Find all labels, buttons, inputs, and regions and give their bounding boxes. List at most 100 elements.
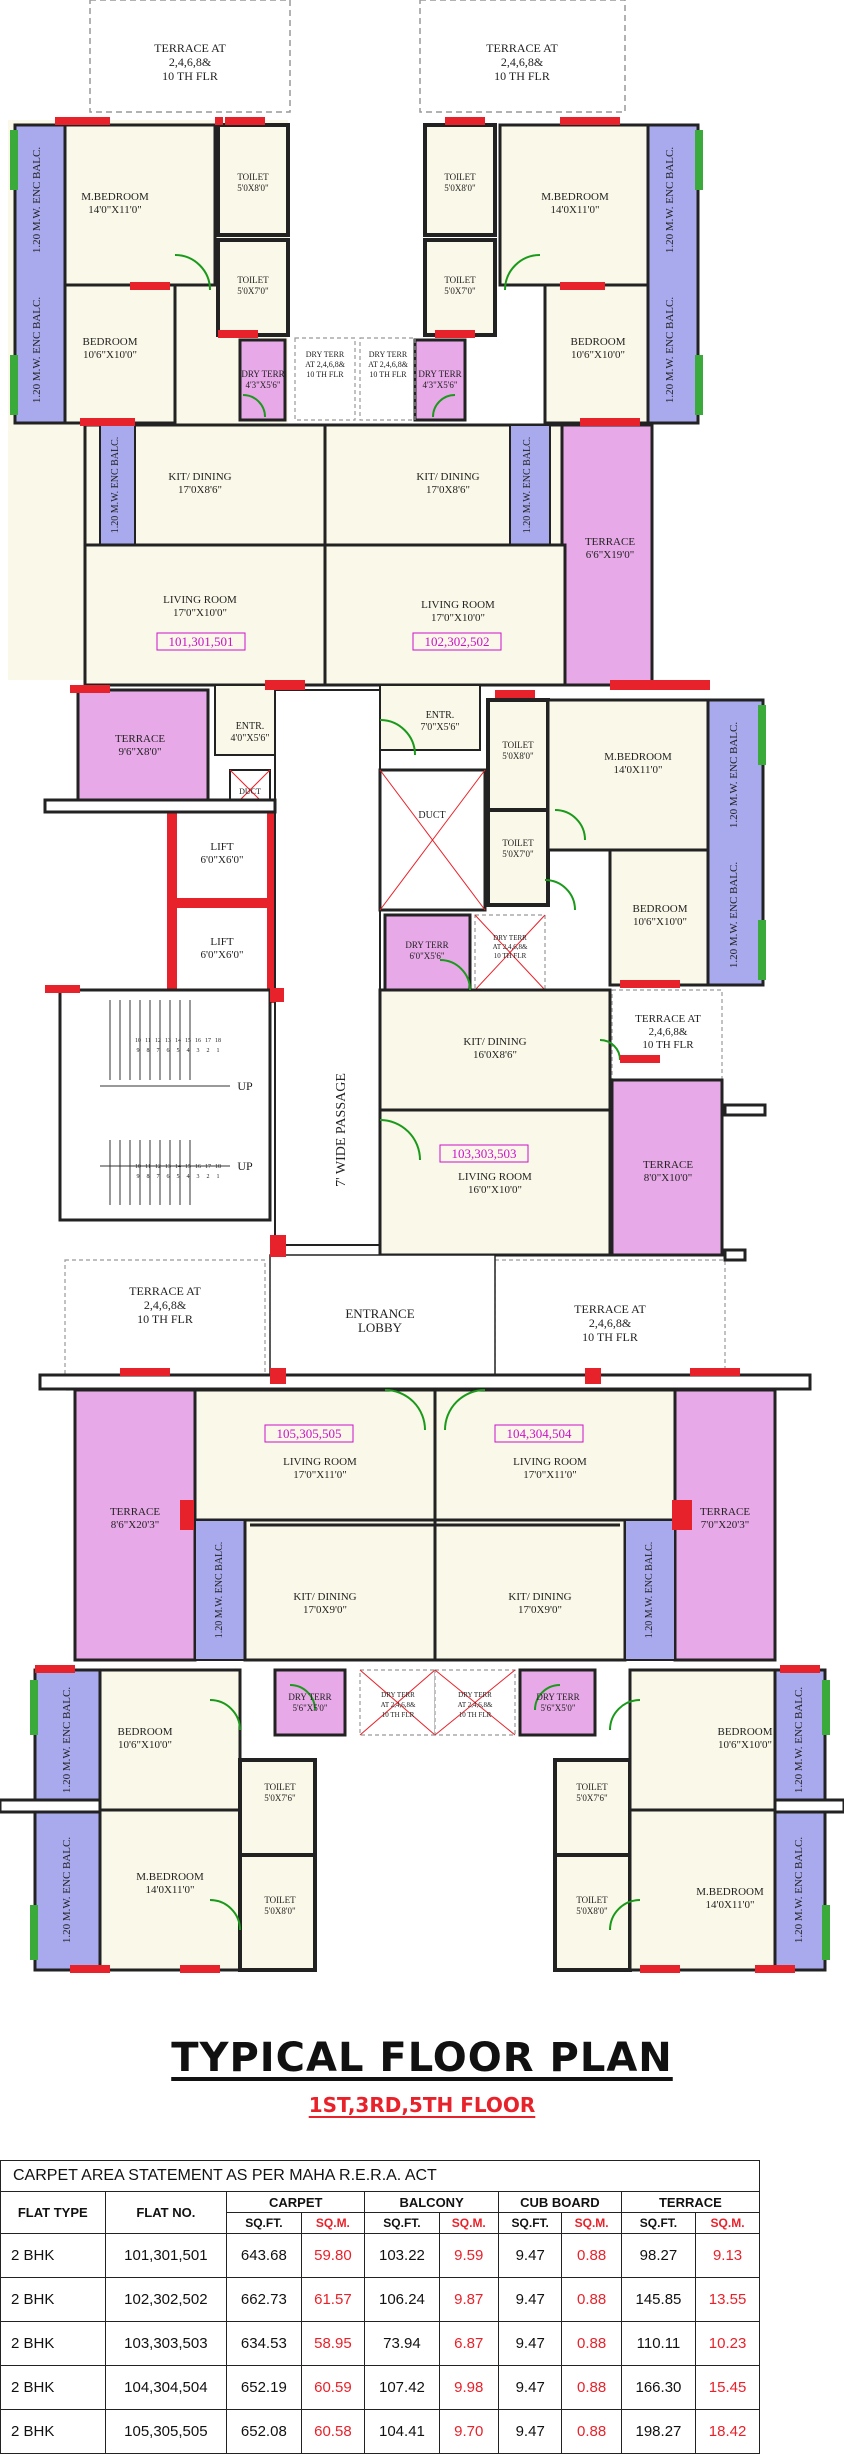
col-cub-board: CUB BOARD	[497, 2191, 622, 2213]
svg-text:10 TH FLR: 10 TH FLR	[642, 1039, 694, 1051]
svg-text:3: 3	[197, 1174, 200, 1180]
flat-105-toilet2-label: TOILET	[264, 1895, 296, 1905]
entr-right-dim: 7'0"X5'6"	[421, 722, 460, 733]
terrace-upper-right-label: TERRACE AT 2,4,6,8& 10 TH FLR	[486, 41, 558, 83]
svg-text:17: 17	[205, 1164, 211, 1170]
stair-treads	[100, 1000, 230, 1205]
svg-text:15: 15	[185, 1038, 191, 1044]
flat-101-dryterr-dim: 4'3"X5'6"	[245, 380, 280, 390]
lift-2-dim: 6'0"X6'0"	[201, 949, 244, 961]
flat-102-entr	[379, 684, 481, 751]
svg-text:10 TH FLR: 10 TH FLR	[494, 69, 550, 83]
flat-101-number: 101,301,501	[169, 634, 234, 649]
flat-104-kit-dim: 17'0X9'0"	[518, 1604, 562, 1616]
flat-103-kit-dim: 16'0X8'6"	[473, 1049, 517, 1061]
flat-105-living	[193, 1388, 437, 1522]
flat-101-dryterr-label: DRY TERR	[241, 369, 284, 379]
flat-105-living-label: LIVING ROOM	[283, 1456, 357, 1468]
flat-104-balcony	[773, 1668, 827, 1972]
svg-text:10 TH FLR: 10 TH FLR	[494, 952, 527, 960]
flat-103-mbed-dim: 14'0X11'0"	[614, 764, 663, 776]
flat-105-terrace-dim: 8'6"X20'3"	[111, 1519, 159, 1531]
page-subtitle: 1ST,3RD,5TH FLOOR	[308, 2093, 536, 2117]
flat-102-living	[323, 543, 567, 687]
flat-103-living-dim: 16'0"X10'0"	[468, 1184, 522, 1196]
lift-2-label: LIFT	[210, 936, 234, 948]
flat-105-mbed-dim: 14'0X11'0"	[146, 1884, 195, 1896]
flat-102-bed-label: BEDROOM	[570, 336, 625, 348]
entrance-lobby	[269, 1254, 496, 1391]
flat-101-toilet1-dim: 5'0X8'0"	[237, 183, 269, 193]
flat-104-dryterr-label: DRY TERR	[536, 1692, 579, 1702]
flat-102-toilet1-dim: 5'0X8'0"	[444, 183, 476, 193]
flat-105-number: 105,305,505	[277, 1426, 342, 1441]
svg-text:AT 2,4,6,8&: AT 2,4,6,8&	[493, 943, 528, 951]
flat-102-dryterr-dim: 4'3"X5'6"	[422, 380, 457, 390]
svg-text:TERRACE AT: TERRACE AT	[129, 1284, 201, 1298]
unit-sqft: SQ.FT.	[364, 2212, 440, 2234]
flat-104	[433, 1388, 827, 1972]
stair-up-2: UP	[237, 1159, 253, 1173]
flat-102-number: 102,302,502	[425, 634, 490, 649]
svg-text:10: 10	[135, 1038, 141, 1044]
stair-up-1: UP	[237, 1079, 253, 1093]
flat-103-kit-label: KIT/ DINING	[463, 1036, 526, 1048]
staircase	[58, 988, 272, 1222]
flat-105-kit-balcony	[194, 1519, 246, 1661]
flat-101-living	[83, 543, 327, 687]
flat-103-bedroom	[608, 848, 712, 987]
flat-103-duct-label: DUCT	[418, 810, 445, 821]
flat-103-toilet1-dim: 5'0X8'0"	[502, 751, 534, 761]
svg-text:AT 2,4,6,8&: AT 2,4,6,8&	[368, 360, 409, 369]
flat-105-balcony-label: 1.20 M.W. ENC BALC.	[61, 1687, 73, 1793]
flat-105-bed-label: BEDROOM	[117, 1726, 172, 1738]
flat-102-kit-dim: 17'0X8'6"	[426, 484, 470, 496]
flat-104-kit-balcony	[624, 1519, 676, 1661]
table-caption: CARPET AREA STATEMENT AS PER MAHA R.E.R.…	[0, 2160, 760, 2192]
flat-105	[33, 1388, 437, 1972]
flat-105-toilet1-label: TOILET	[264, 1782, 296, 1792]
svg-text:10 TH FLR: 10 TH FLR	[162, 69, 218, 83]
svg-text:2: 2	[207, 1174, 210, 1180]
svg-text:13: 13	[165, 1164, 171, 1170]
svg-text:2,4,6,8&: 2,4,6,8&	[501, 55, 544, 69]
svg-text:18: 18	[215, 1038, 221, 1044]
terrace-upper-left	[89, 0, 291, 113]
svg-text:15: 15	[185, 1164, 191, 1170]
svg-text:11: 11	[145, 1038, 151, 1044]
lift-1-label: LIFT	[210, 841, 234, 853]
flat-104-mbed-dim: 14'0X11'0"	[706, 1899, 755, 1911]
svg-text:5: 5	[177, 1048, 180, 1054]
flat-102-number-box	[412, 632, 502, 651]
flat-104-number: 104,304,504	[507, 1426, 573, 1441]
svg-text:2,4,6,8&: 2,4,6,8&	[144, 1298, 187, 1312]
wall-slabs	[0, 798, 844, 1814]
flat-105-kit-dim: 17'0X9'0"	[303, 1604, 347, 1616]
flat-104-terrace-label: TERRACE	[700, 1506, 750, 1518]
partition-lines	[175, 543, 620, 1660]
flat-105-kitchen	[243, 1518, 437, 1662]
unit-sqm: SQ.M.	[300, 2212, 366, 2234]
flat-104-living-dim: 17'0"X11'0"	[523, 1469, 576, 1481]
lift-1	[167, 803, 277, 908]
flat-103-terrace-label: TERRACE	[643, 1159, 693, 1171]
flat-105-bedroom	[98, 1668, 242, 1812]
flat-105-toilet1-dim: 5'0X7'6"	[264, 1793, 296, 1803]
svg-text:4: 4	[187, 1048, 190, 1054]
svg-text:TERRACE AT: TERRACE AT	[574, 1302, 646, 1316]
flat-103-dryterr-label: DRY TERR	[405, 940, 448, 950]
flat-101-toilet1-label: TOILET	[237, 172, 269, 182]
flat-103-bed-label: BEDROOM	[632, 903, 687, 915]
passage-label: 7' WIDE PASSAGE	[334, 1073, 349, 1187]
flat-105-toilet-1	[238, 1758, 317, 1857]
flat-103-number: 103,303,503	[452, 1146, 517, 1161]
flat-104-bed-label: BEDROOM	[717, 1726, 772, 1738]
flat-105-kit-balcony-label: 1.20 M.W. ENC BALC.	[214, 1542, 225, 1639]
svg-text:10 TH FLR: 10 TH FLR	[369, 370, 407, 379]
svg-text:AT 2,4,6,8&: AT 2,4,6,8&	[381, 1701, 416, 1709]
svg-text:5: 5	[177, 1174, 180, 1180]
flat-101	[8, 120, 356, 802]
flat-102-balcony-label-2: 1.20 M.W. ENC BALC.	[664, 297, 676, 403]
